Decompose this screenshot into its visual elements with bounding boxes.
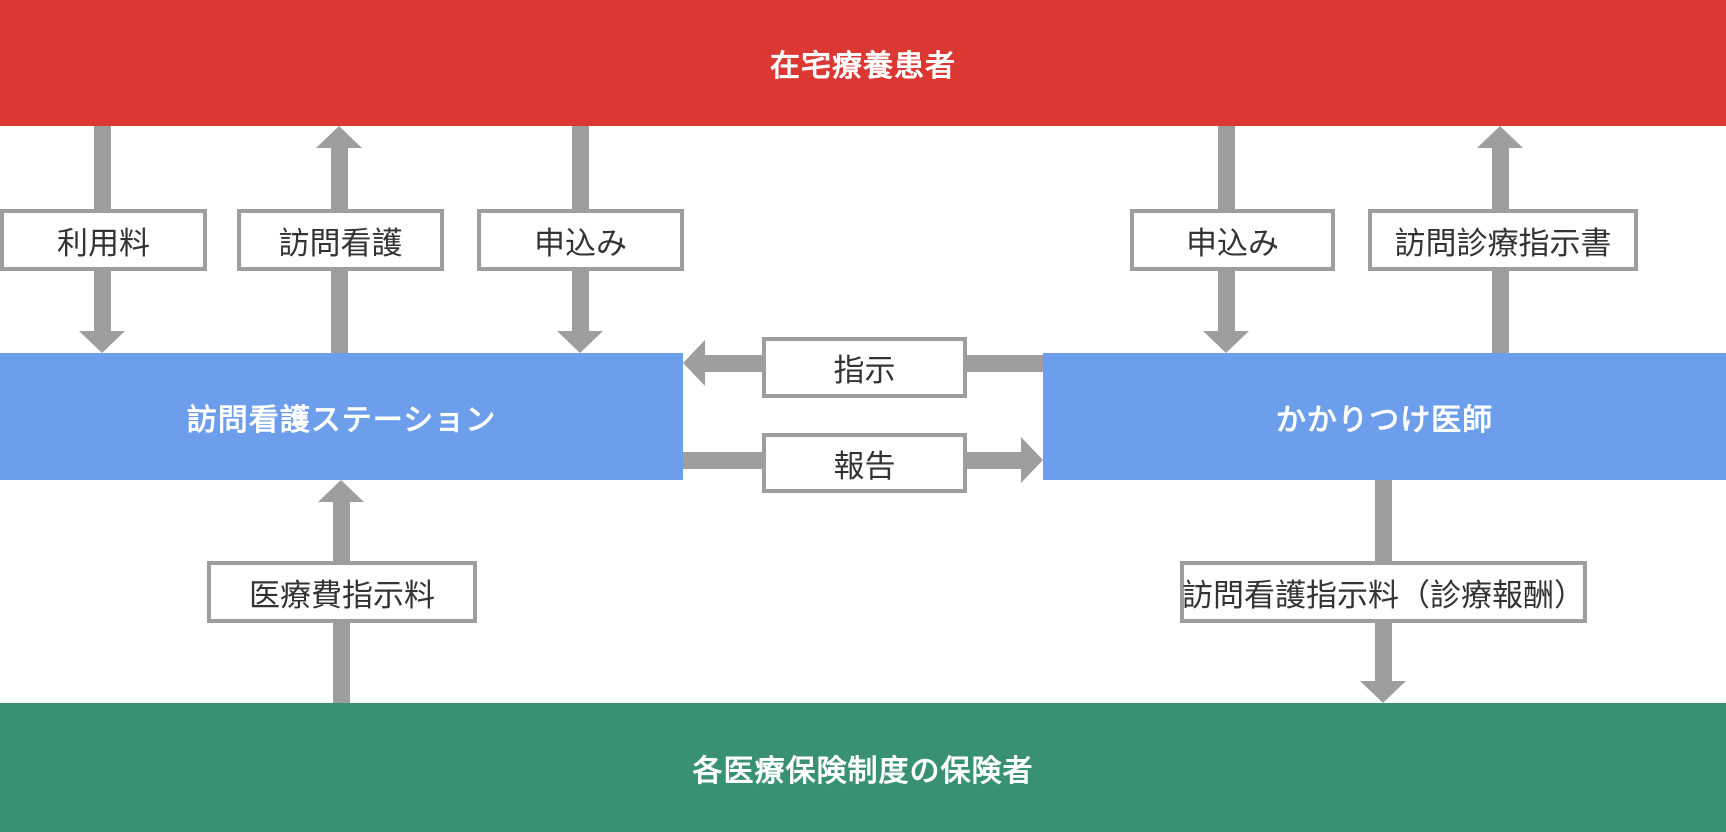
node-label: 各医療保険制度の保険者 <box>692 754 1034 788</box>
node-label: かかりつけ医師 <box>1275 403 1494 437</box>
arrow-head <box>557 331 603 353</box>
arrow-head <box>318 480 364 502</box>
node-label: 訪問看護ステーション <box>186 403 497 437</box>
flow-label-text: 訪問看護指示料（診療報酬） <box>1182 577 1585 613</box>
arrow-head <box>1360 681 1406 703</box>
arrow-head <box>683 340 705 386</box>
flow-label-text: 訪問看護 <box>278 225 403 261</box>
flow-label-application-left: 申込み <box>477 209 684 271</box>
node-visiting-nurse-station: 訪問看護ステーション <box>0 353 683 480</box>
node-family-doctor: かかりつけ医師 <box>1043 353 1726 480</box>
flow-label-application-right: 申込み <box>1130 209 1335 271</box>
flow-label-text: 申込み <box>1186 225 1279 261</box>
flow-label-text: 報告 <box>833 448 896 484</box>
flow-label-usage-fee: 利用料 <box>0 209 207 271</box>
flow-label-text: 利用料 <box>57 225 150 261</box>
node-insurers: 各医療保険制度の保険者 <box>0 703 1726 832</box>
flow-label-report: 報告 <box>762 433 967 493</box>
flow-label-instruction: 指示 <box>762 337 967 398</box>
flow-label-nursing-directive-fee: 訪問看護指示料（診療報酬） <box>1180 561 1587 623</box>
flow-label-medical-fee: 医療費指示料 <box>207 561 477 623</box>
flow-label-text: 申込み <box>534 225 627 261</box>
arrow-head <box>1477 126 1523 148</box>
arrow-head <box>1203 331 1249 353</box>
node-home-care-patient: 在宅療養患者 <box>0 0 1726 126</box>
flow-label-text: 医療費指示料 <box>249 577 435 613</box>
arrow-head <box>1021 437 1043 483</box>
arrow-head <box>316 126 362 148</box>
arrow-head <box>79 331 125 353</box>
flow-label-text: 指示 <box>833 353 896 388</box>
flow-label-home-nursing: 訪問看護 <box>237 209 444 271</box>
node-label: 在宅療養患者 <box>770 50 956 83</box>
flow-label-visit-care-directive: 訪問診療指示書 <box>1368 209 1638 271</box>
flow-label-text: 訪問診療指示書 <box>1394 225 1612 261</box>
